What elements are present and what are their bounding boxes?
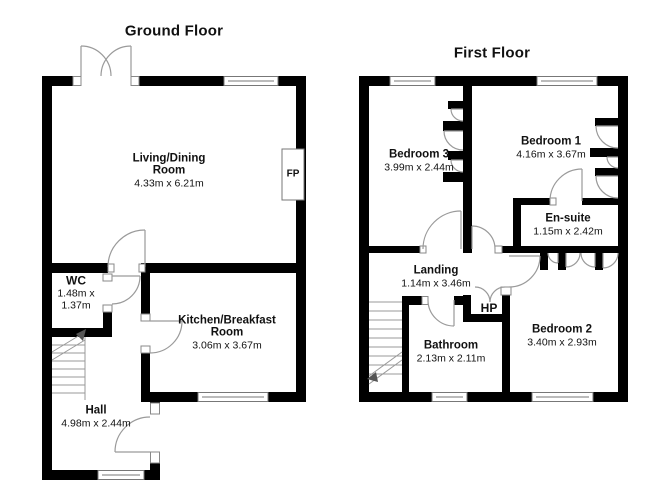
room-dims: 4.98m x 2.44m — [61, 417, 131, 430]
room-name: Bedroom 2 — [531, 323, 593, 336]
first-floor-title: First Floor — [453, 44, 531, 62]
room-label-wc: WC 1.48m x 1.37m — [50, 275, 102, 312]
room-dims: 3.40m x 2.93m — [527, 336, 597, 349]
ground-floor-walls — [42, 76, 306, 480]
ground-floor-title: Ground Floor — [124, 22, 224, 40]
room-dims: 3.99m x 2.44m — [384, 161, 454, 174]
room-name: Landing — [413, 264, 459, 277]
room-dims: 4.16m x 3.67m — [516, 148, 586, 161]
room-label-living-dining: Living/Dining Room 4.33m x 6.21m — [119, 153, 219, 190]
room-label-kitchen: Kitchen/Breakfast Room 3.06m x 3.67m — [171, 315, 283, 352]
first-floor-walls — [359, 76, 628, 402]
room-label-landing: Landing 1.14m x 3.46m — [386, 265, 486, 290]
room-label-bathroom: Bathroom 2.13m x 2.11m — [401, 340, 501, 365]
room-name: Bedroom 1 — [520, 135, 582, 148]
fireplace-icon — [281, 148, 305, 201]
room-dims: 1.14m x 3.46m — [401, 277, 471, 290]
first-floor-stairs-icon — [367, 301, 403, 385]
room-label-ensuite: En-suite 1.15m x 2.42m — [518, 213, 618, 238]
room-name: WC — [66, 273, 86, 288]
room-dims: 3.06m x 3.67m — [192, 339, 262, 352]
window-icons — [97, 76, 598, 480]
room-name: Hall — [85, 404, 107, 417]
room-label-bedroom2: Bedroom 2 3.40m x 2.93m — [512, 324, 612, 349]
room-name: Bedroom 3 — [388, 148, 450, 161]
room-dims: 1.48m x 1.37m — [57, 287, 95, 312]
room-dims: 2.13m x 2.11m — [416, 352, 486, 365]
room-name: Kitchen/Breakfast Room — [178, 314, 276, 339]
room-dims: 4.33m x 6.21m — [134, 177, 204, 190]
door-swing-icons — [80, 45, 619, 453]
room-label-bedroom3: Bedroom 3 3.99m x 2.44m — [372, 149, 467, 174]
room-label-bedroom1: Bedroom 1 4.16m x 3.67m — [504, 136, 599, 161]
door-frames — [72, 76, 557, 464]
ground-floor-stairs-icon — [51, 329, 86, 400]
room-name: Living/Dining Room — [132, 152, 206, 177]
room-name: En-suite — [545, 212, 591, 225]
fireplace-label: FP — [286, 168, 300, 180]
room-label-hall: Hall 4.98m x 2.44m — [36, 405, 156, 430]
room-name: Bathroom — [423, 339, 479, 352]
room-dims: 1.15m x 2.42m — [533, 225, 603, 238]
hot-press-label: HP — [480, 301, 498, 315]
